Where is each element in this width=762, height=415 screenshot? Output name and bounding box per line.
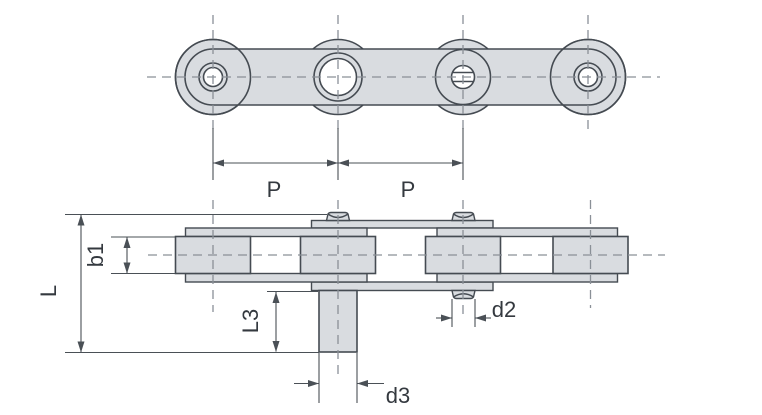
roller-4-outline: [549, 38, 627, 116]
inner-plate-right-top: [436, 227, 619, 238]
L-label: L: [36, 285, 61, 297]
pitch-label-1: P: [267, 177, 282, 202]
L3-label: L3: [238, 309, 263, 333]
d2-label: d2: [492, 297, 516, 322]
pitch-dimensions: P P: [212, 128, 464, 202]
arrow-d2-right: [475, 314, 486, 322]
arrow-d2-left: [441, 314, 452, 322]
arrow-left-p2: [338, 159, 349, 167]
inner-plate-left-bottom: [184, 272, 368, 283]
roller-1-outline: [174, 38, 252, 116]
inner-plate-left-top: [184, 227, 368, 238]
arrow-b1-top: [123, 237, 131, 248]
arrow-L-bottom: [77, 341, 85, 353]
arrow-left-p1: [213, 159, 224, 167]
outer-plate-bottom: [310, 281, 494, 292]
arrow-b1-bottom: [123, 262, 131, 274]
side-view-dimensions: L b1 L3 d2 d3: [36, 213, 516, 408]
arrow-d3-left: [308, 380, 319, 387]
arrow-right-p1: [327, 159, 338, 167]
arrow-L3-top: [272, 292, 280, 303]
arrow-right-p2: [452, 159, 463, 167]
inner-plate-right-bottom: [436, 272, 619, 283]
arrow-L-top: [77, 214, 85, 226]
outer-plate-top: [310, 219, 494, 229]
pitch-label-2: P: [401, 177, 416, 202]
top-view: [147, 15, 660, 135]
link-plate-band: [184, 48, 617, 106]
arrow-d3-right: [357, 380, 368, 387]
b1-label: b1: [83, 243, 108, 267]
side-view: [148, 200, 665, 374]
d3-label: d3: [386, 383, 410, 408]
arrow-L3-bottom: [272, 341, 280, 352]
